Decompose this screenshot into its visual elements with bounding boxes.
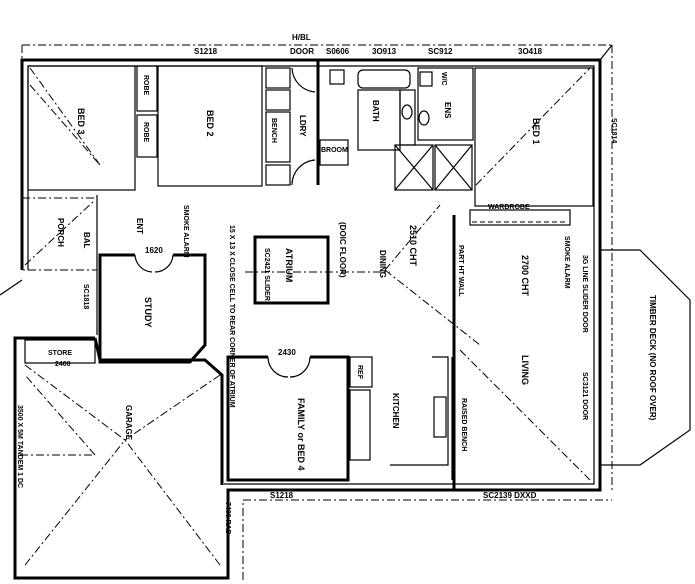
kitchen — [349, 356, 453, 480]
door-label: DOOR — [290, 47, 314, 56]
living-ceiling-height: 2700 CHT — [520, 255, 530, 297]
room-label-bed1: BED 1 — [531, 118, 541, 145]
room-label-robe: ROBE — [142, 122, 149, 143]
room-label-atrium: ATRIUM — [284, 248, 294, 282]
family-door-label: 2430 — [278, 348, 296, 357]
window-label: 3O913 — [372, 47, 397, 56]
slider-label: SC2421 SLIDER — [263, 248, 270, 301]
deck-door-label: SC3121 DOOR — [581, 372, 588, 420]
smoke-alarm-label: SMOKE ALARM — [182, 205, 189, 258]
study-room — [98, 253, 207, 364]
bal-label: BAL — [82, 232, 91, 249]
room-label-broom: BROOM — [321, 147, 348, 154]
window-label: SC1818 — [82, 284, 89, 309]
ceiling-line — [459, 349, 591, 481]
toilet-icon — [329, 69, 345, 85]
room-label-bed3: BED 3 — [76, 108, 86, 135]
garage-radius-label: 7400 RAD — [224, 502, 231, 535]
wardrobe — [469, 209, 571, 226]
dining-ceiling-height: 2510 CHT — [408, 225, 418, 267]
fridge-label: REF — [356, 365, 363, 380]
slider-label: 3G LINE SLIDER DOOR — [581, 255, 588, 333]
ceiling-line — [384, 269, 481, 346]
room-label-bath: BATH — [371, 100, 380, 122]
family-room — [226, 355, 350, 482]
window-label: S1218 — [194, 47, 218, 56]
window-label: S0606 — [326, 47, 350, 56]
window-label: SC1814 — [610, 118, 617, 143]
room-label-study: STUDY — [143, 297, 153, 328]
room-label-bed2: BED 2 — [205, 110, 215, 137]
window-label: S1218 — [270, 491, 294, 500]
room-label-garage: GARAGE — [124, 405, 133, 441]
study-door-label: 1620 — [145, 246, 163, 255]
room-label-wc: W/C — [440, 72, 447, 86]
laundry-area — [265, 67, 316, 186]
broom-closet — [319, 139, 349, 166]
room-label-family: FAMILY or BED 4 — [296, 398, 306, 471]
ensuite-room — [394, 67, 474, 191]
bed2-room — [157, 65, 263, 187]
window-label: 3O418 — [518, 47, 543, 56]
top-dimension-line — [21, 44, 613, 490]
atrium-note: 15 X 13 X CLOSE CELL TO REAR CORNER OF A… — [228, 225, 235, 408]
room-label-porch: PORCH — [56, 218, 65, 247]
dining-floor-label: (DOIC FLOOR) — [338, 222, 347, 278]
room-label-robe: ROBE — [142, 75, 149, 96]
hbl-label: H/BL — [292, 33, 311, 42]
room-label-lndry: LDRY — [298, 115, 307, 137]
window-label: SC912 — [428, 47, 453, 56]
raised-bench-label: RAISED BENCH — [460, 398, 467, 451]
garage-note: 3500 X 5M TANDEM 1 DC — [16, 405, 23, 488]
ceiling-line — [384, 204, 441, 271]
partition-label: PART HT WALL — [457, 245, 464, 297]
garage — [20, 337, 224, 566]
room-label-living: LIVING — [520, 355, 530, 385]
smoke-alarm-label: SMOKE ALARM — [563, 236, 570, 289]
room-label-ens: ENS — [443, 102, 452, 119]
ent-label: ENT — [135, 218, 144, 234]
window-label: SC2139 DXXD — [483, 491, 537, 500]
bottom-dimension-line — [242, 499, 612, 580]
store — [24, 339, 96, 364]
bed3-room — [27, 65, 136, 191]
room-label-dining: DINING — [378, 250, 387, 278]
bed1-room — [474, 67, 594, 207]
room-label-store: STORE — [48, 350, 72, 357]
bench-label: BENCH — [270, 118, 277, 143]
robe-closet — [136, 114, 158, 158]
bath-room — [357, 69, 416, 151]
atrium — [245, 235, 390, 305]
room-label-kitchen: KITCHEN — [391, 393, 400, 429]
dimension-label: 2400 — [55, 361, 71, 368]
wardrobe-label: WARDROBE — [488, 204, 530, 211]
timber-deck — [600, 249, 691, 466]
timber-deck-label: TIMBER DECK (NO ROOF OVER) — [648, 295, 657, 421]
robe-closet — [136, 65, 158, 112]
porch-area — [0, 195, 98, 335]
